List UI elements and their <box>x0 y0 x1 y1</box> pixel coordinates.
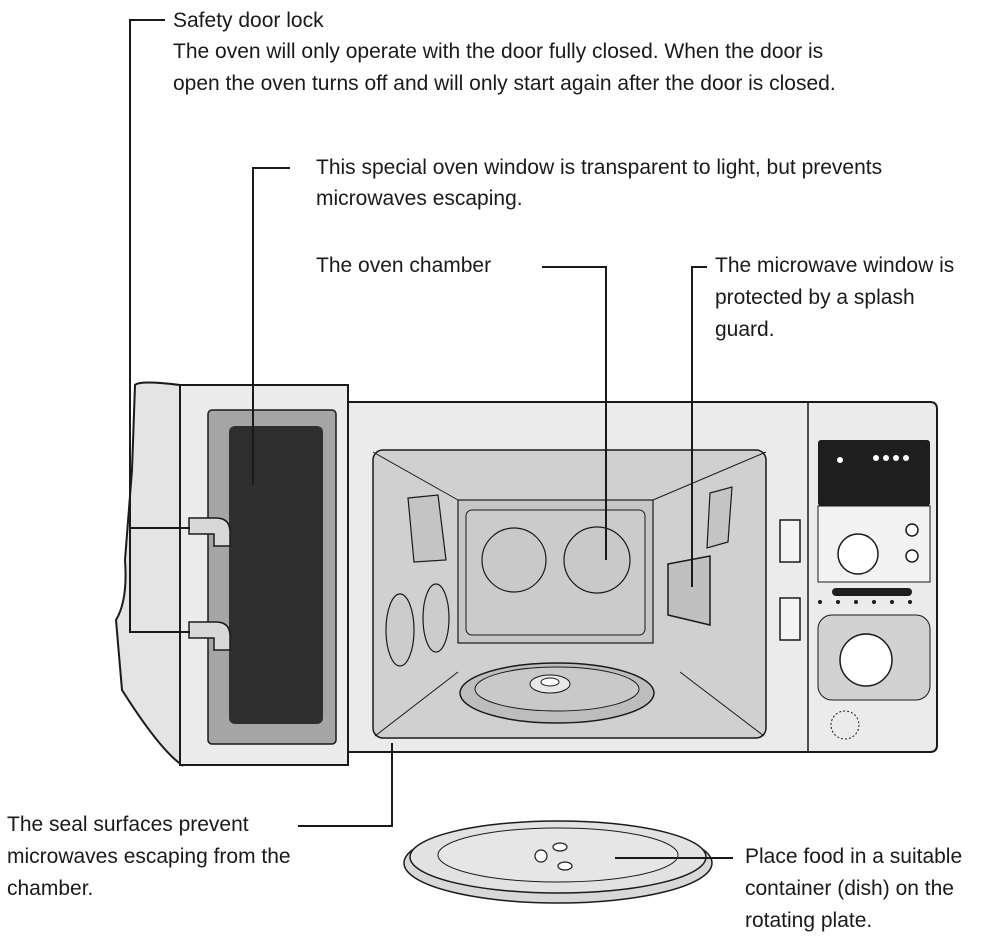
door-lock-title: Safety door lock <box>173 9 324 32</box>
plate-description-line: container (dish) on the <box>745 877 954 900</box>
leader-window <box>252 167 290 485</box>
leader-chamber <box>542 266 607 560</box>
window-description-line: microwaves escaping. <box>316 187 523 210</box>
plate-description-line: rotating plate. <box>745 909 873 932</box>
door-lock-description-line: open the oven turns off and will only st… <box>173 72 836 95</box>
door-latch-lower <box>188 621 231 651</box>
panel-button <box>905 523 919 537</box>
seal-description-line: microwaves escaping from the <box>7 845 291 868</box>
seal-description-line: The seal surfaces prevent <box>7 813 249 836</box>
splash-guard <box>667 555 711 626</box>
latch-slot-upper <box>779 519 801 563</box>
timer-dial <box>839 633 893 687</box>
oven-door <box>114 381 349 767</box>
door-lock-description-line: The oven will only operate with the door… <box>173 40 824 63</box>
door-latch-upper <box>188 517 231 547</box>
door-window-glass <box>229 426 323 724</box>
window-description-line: This special oven window is transparent … <box>316 156 883 179</box>
chamber-label: The oven chamber <box>316 254 492 277</box>
power-dial <box>837 533 879 575</box>
leader-splash-guard <box>691 266 707 587</box>
oven-chamber <box>372 449 767 739</box>
rotating-plate <box>403 820 713 904</box>
splash-guard-description-line: guard. <box>715 318 775 341</box>
panel-button <box>905 549 919 563</box>
leader-seal <box>298 743 393 827</box>
control-panel-display <box>818 440 930 506</box>
control-panel <box>817 440 931 740</box>
leader-lines <box>129 19 733 859</box>
splash-guard-description-line: protected by a splash <box>715 286 915 309</box>
splash-guard-description-line: The microwave window is <box>715 254 955 277</box>
plate-description-line: Place food in a suitable <box>745 845 963 868</box>
latch-slot-lower <box>779 597 801 641</box>
leader-door-lock <box>129 19 190 633</box>
seal-description-line: chamber. <box>7 877 94 900</box>
